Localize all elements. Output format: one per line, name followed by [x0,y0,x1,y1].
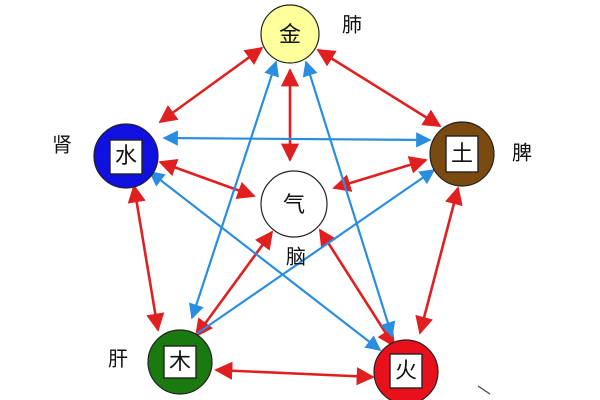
organ-label-liver: 肝 [108,347,128,371]
arrow-fire-wood [214,361,375,386]
node-earth: 土 [429,121,495,187]
metal-glyph: 金 [279,23,301,48]
node-water: 水 [93,123,159,189]
arrow-water-earth [162,130,432,148]
arrow-qi-wood [194,230,274,338]
arrow-wood-metal [189,60,279,320]
qi-circle [260,170,328,238]
arrow-wood-water [127,184,165,332]
node-wood: 木 [147,329,213,395]
water-glyph-box [109,139,143,175]
node-qi: 气 [260,170,328,238]
organ-label-brain: 脑 [286,245,306,269]
arrow-earth-fire [415,186,463,335]
metal-circle [260,4,320,64]
earth-glyph-box [445,135,479,173]
arrow-metal-earth [316,48,442,128]
qi-glyph: 气 [283,193,305,218]
node-fire: 火 [373,339,439,400]
wood-glyph: 木 [169,350,191,375]
wood-glyph-box [163,345,197,379]
organ-label-spleen: 脾 [512,141,532,165]
fire-glyph-box [389,353,423,389]
arrow-qi-fire [318,228,396,348]
stray-mark [477,385,491,395]
water-glyph: 水 [115,144,137,169]
fire-glyph: 火 [395,359,417,384]
node-metal: 金 [260,4,320,64]
star-arrows [148,60,436,351]
earth-glyph: 土 [451,142,473,167]
arrow-water-metal [158,46,264,124]
arrow-fire-water [148,171,382,351]
organ-label-kidney: 肾 [52,133,72,157]
organ-label-lung: 肺 [342,13,362,37]
